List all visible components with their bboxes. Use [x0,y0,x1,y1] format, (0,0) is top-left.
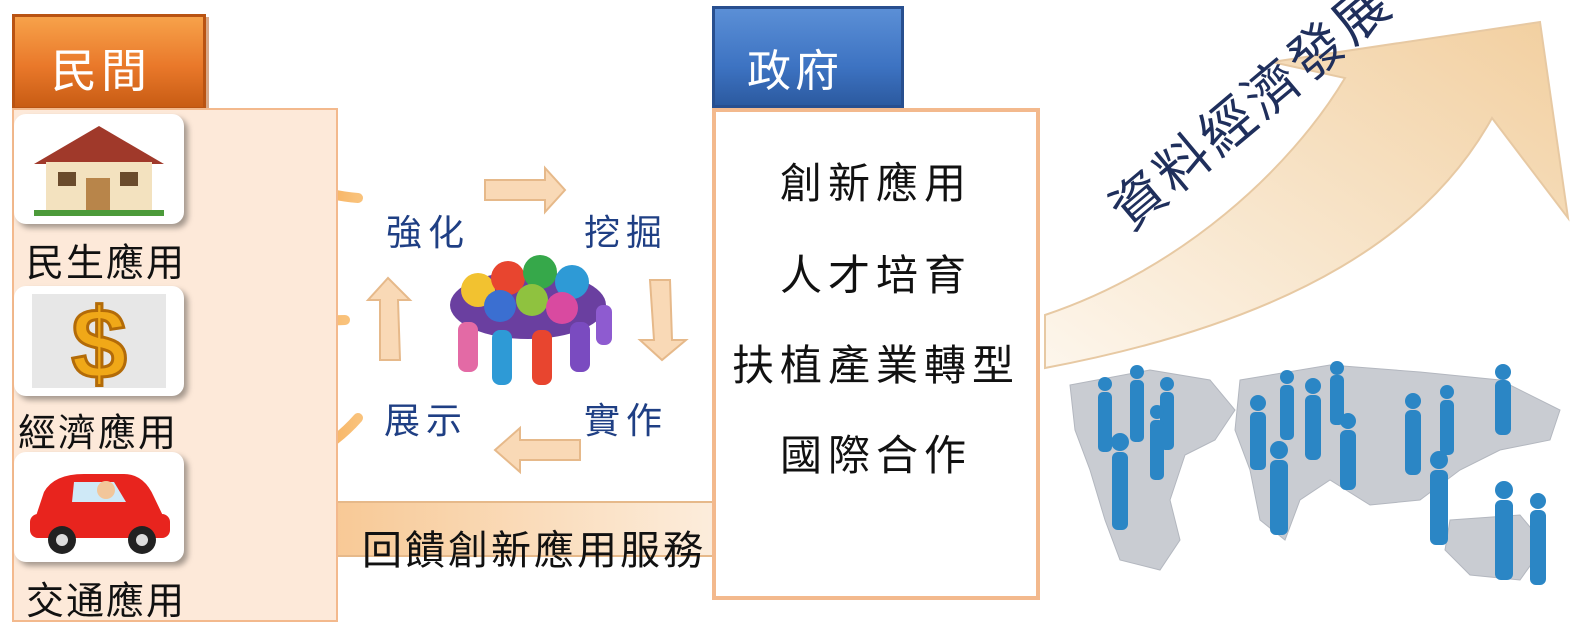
gov-item-talent: 人才培育 [779,251,972,300]
dollar-icon: $ [32,287,166,402]
livelihood-label: 民生應用 [26,241,187,285]
cycle-implement: 實作 [584,401,669,442]
government-header-label: 政府 [747,46,843,97]
economy-label: 經濟應用 [18,411,179,455]
gov-item-international: 國際合作 [779,431,972,480]
business-people-icon [1098,361,1546,585]
livelihood-tile [14,114,184,224]
civil-header-label: 民間 [51,44,151,98]
growth-arrow [1044,20,1570,370]
economy-tile: $ [14,286,184,402]
gov-item-industry: 扶植產業轉型 [731,341,1020,390]
civil-header: 民間 [12,14,206,110]
government-panel [712,108,1040,600]
cycle-mine: 挖掘 [584,213,669,254]
cycle-showcase: 展示 [384,401,469,442]
transport-label: 交通應用 [26,579,187,623]
government-header: 政府 [712,6,904,108]
cycle-strengthen: 強化 [386,213,471,254]
transport-tile [14,452,184,562]
gov-item-innovation: 創新應用 [779,159,972,208]
house-icon [34,126,164,216]
svg-text:$: $ [71,288,127,396]
cycle-arrows [365,165,689,475]
car-icon [30,474,170,554]
team-huddle-icon [450,255,612,385]
feedback-label: 回饋創新應用服務 [362,528,706,574]
